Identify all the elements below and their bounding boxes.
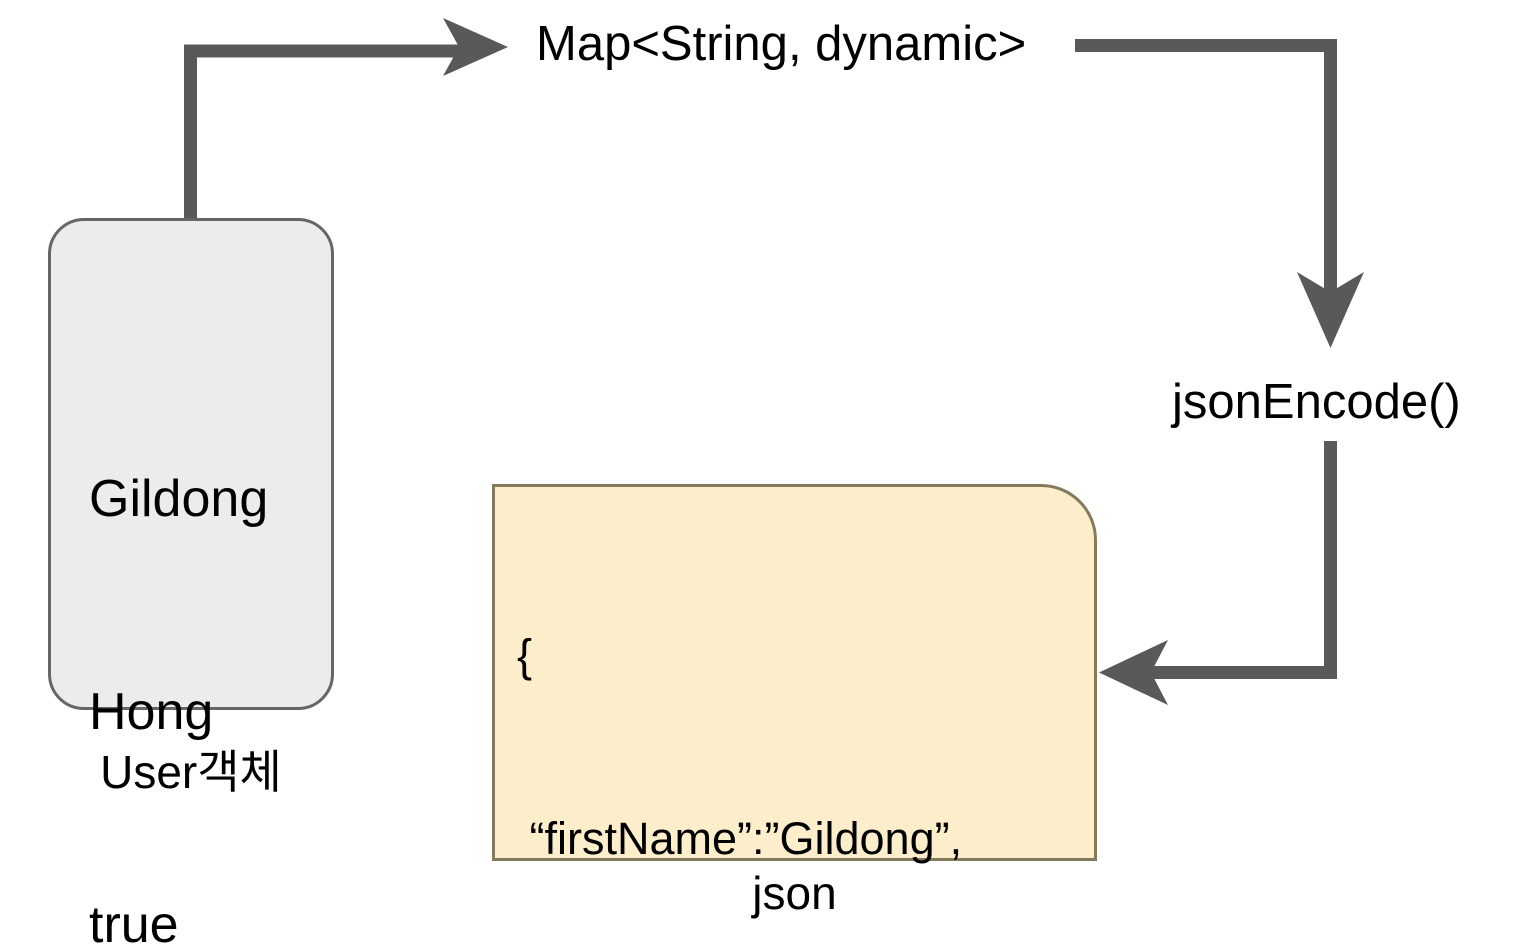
edge-map-to-encode-arrowhead: [1297, 272, 1364, 348]
json-note-body: { “firstName”:”Gildong”, “lastName”:”Hon…: [517, 503, 962, 946]
user-field-last-name: Hong: [89, 683, 214, 741]
edge-encode-to-json: [1099, 441, 1337, 705]
user-object-caption: User객체: [100, 746, 282, 798]
json-line-first-name: “firstName”:”Gildong”,: [517, 813, 963, 864]
user-field-is-active: true: [89, 896, 179, 946]
user-object-fields: Gildong Hong true 21: [89, 322, 268, 946]
edge-user-to-map-arrowhead: [443, 18, 508, 76]
json-note-caption: json: [752, 867, 837, 919]
json-note-node[interactable]: { “firstName”:”Gildong”, “lastName”:”Hon…: [492, 484, 1097, 864]
edge-label-map-string-dynamic: Map<String, dynamic>: [536, 17, 1027, 71]
user-object-node[interactable]: Gildong Hong true 21: [48, 218, 334, 946]
edge-encode-to-json-arrowhead: [1099, 640, 1168, 705]
edge-encode-to-json-line: [1132, 441, 1337, 679]
edge-user-to-map: [184, 18, 508, 220]
edge-map-to-encode: [1075, 39, 1364, 348]
user-field-first-name: Gildong: [89, 470, 269, 528]
edge-map-to-encode-line: [1075, 39, 1337, 320]
json-line-open-brace: {: [517, 630, 533, 681]
edge-label-json-encode: jsonEncode(): [1172, 375, 1461, 429]
edge-user-to-map-line: [184, 44, 470, 220]
